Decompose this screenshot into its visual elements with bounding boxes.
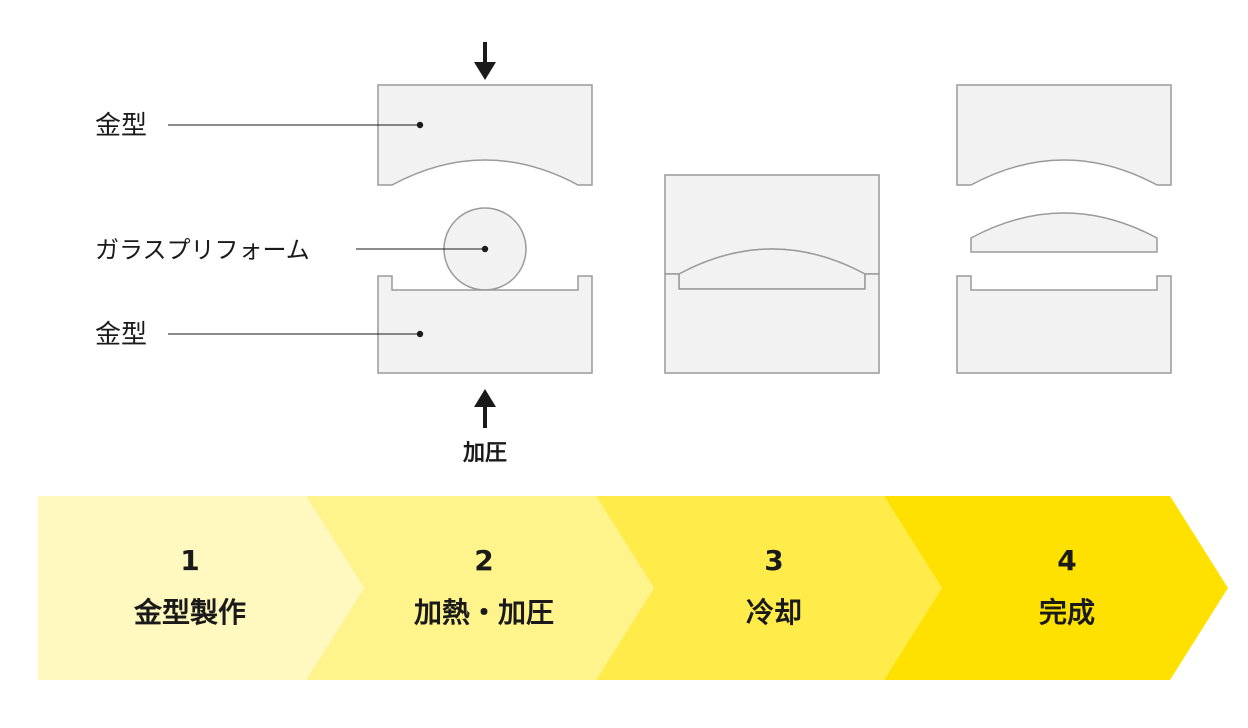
upper-mold	[377, 84, 593, 186]
final-lower-mold	[956, 275, 1172, 374]
finished-lens	[970, 212, 1158, 253]
step-1-chevron	[38, 496, 364, 680]
step-3-number: 3	[764, 544, 783, 577]
step-2-chevron	[306, 496, 654, 680]
stage-3-diagram	[956, 84, 1172, 374]
stage-2-diagram	[664, 174, 880, 374]
step-4-number: 4	[1057, 544, 1076, 577]
lower-mold	[377, 275, 593, 374]
step-2-label: 加熱・加圧	[414, 596, 554, 629]
process-steps: 1 金型製作 2 加熱・加圧 3 冷却 4 完成	[38, 496, 1228, 680]
pressure-label: 加圧	[462, 441, 507, 466]
step-1-number: 1	[180, 544, 199, 577]
step-1-label: 金型製作	[133, 596, 246, 629]
stage-1-diagram: 加圧 金型 ガラスプリフォーム 金型	[95, 42, 593, 466]
final-upper-mold	[956, 84, 1172, 186]
lower-mold-label: 金型	[95, 320, 147, 350]
step-4-label: 完成	[1039, 596, 1095, 629]
preform-label: ガラスプリフォーム	[95, 236, 310, 264]
down-arrow-icon	[474, 42, 496, 80]
up-arrow-icon	[474, 389, 496, 428]
step-3-label: 冷却	[746, 596, 802, 629]
step-2-number: 2	[474, 544, 493, 577]
upper-mold-label: 金型	[95, 111, 147, 141]
step-3-chevron	[596, 496, 942, 680]
closed-lower-mold	[664, 273, 880, 374]
step-4-chevron	[884, 496, 1228, 680]
